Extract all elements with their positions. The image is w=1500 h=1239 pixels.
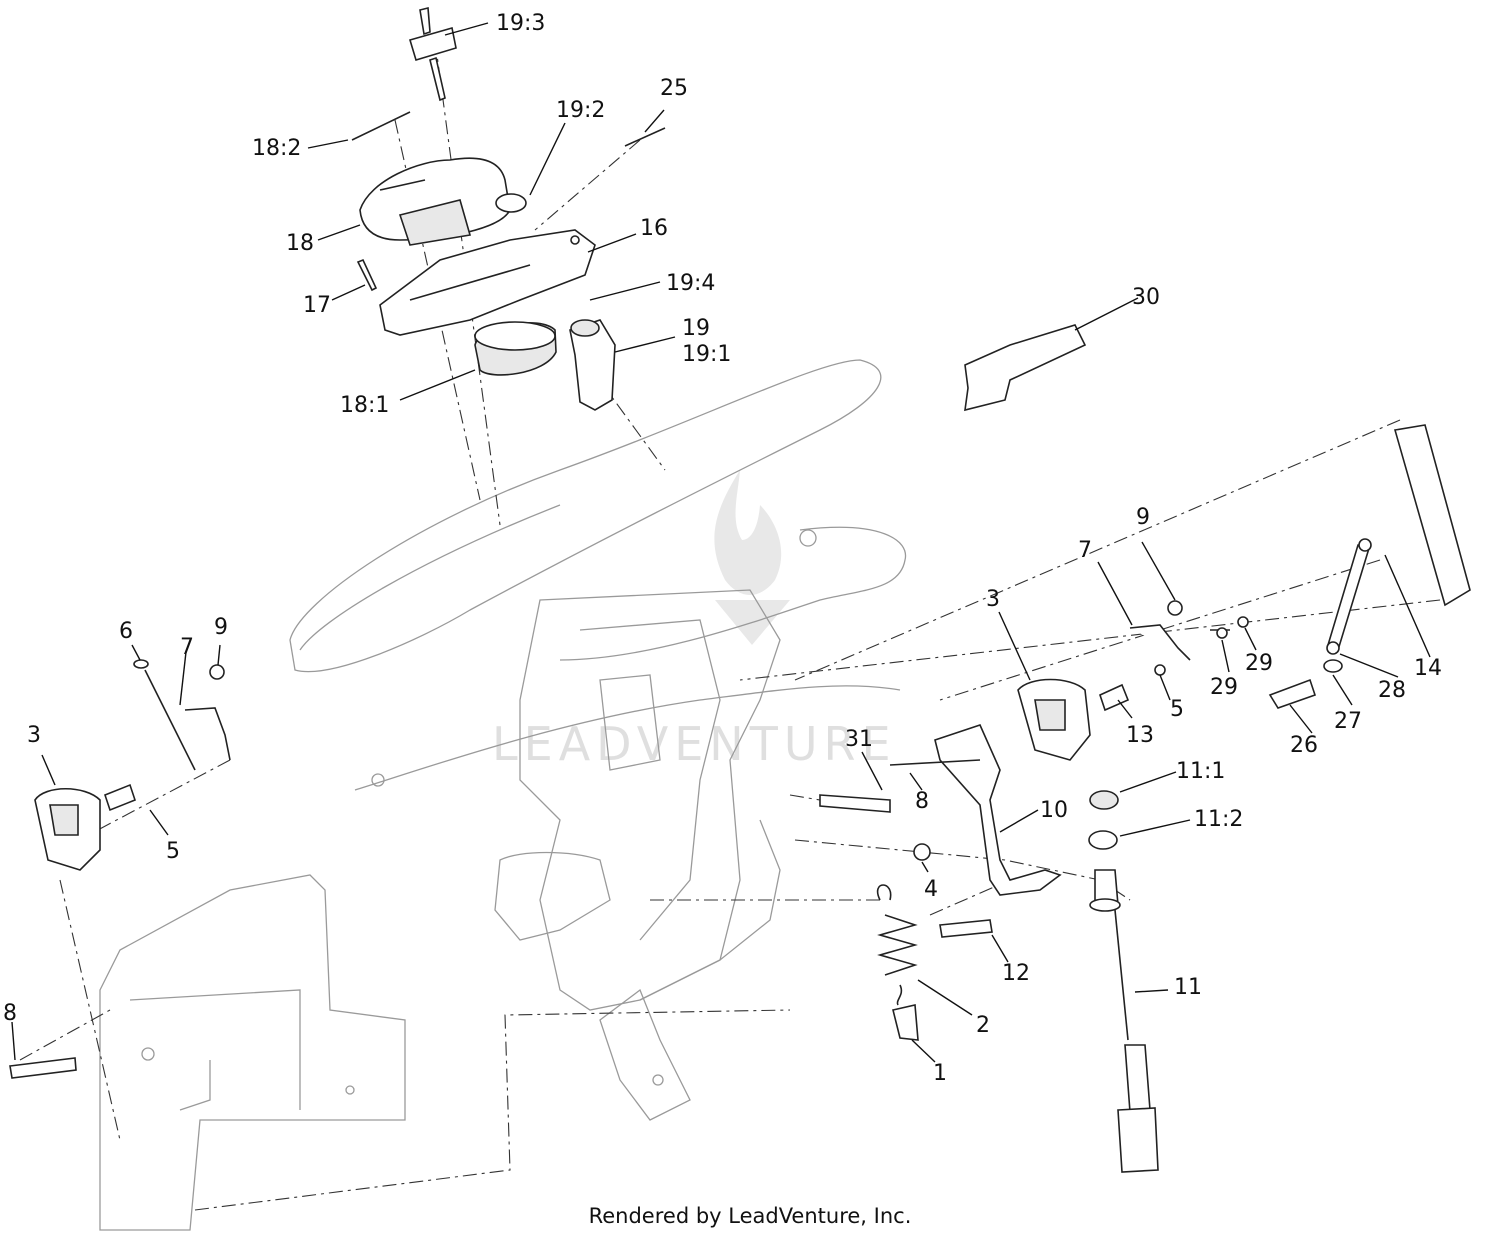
callout-labels: 19:3 25 18:2 19:2 18 16 17 19:4 30 19 19… — [3, 11, 1442, 1086]
callout-8-left: 8 — [3, 1001, 17, 1026]
switch-19 — [569, 319, 616, 411]
leader-lines — [11, 22, 1431, 1063]
callout-5-left: 5 — [166, 839, 180, 864]
console-panel-16 — [379, 229, 596, 336]
key-19-3 — [409, 6, 457, 102]
callout-9-left: 9 — [214, 615, 228, 640]
callout-29-a: 29 — [1210, 675, 1238, 700]
callout-14: 14 — [1414, 656, 1442, 681]
ghost-bracket-panel — [99, 874, 406, 1231]
nut-19-2 — [495, 193, 527, 213]
callout-18-2: 18:2 — [252, 136, 301, 161]
bolt-8-left — [9, 1057, 77, 1079]
render-credit: Rendered by LeadVenture, Inc. — [588, 1204, 912, 1228]
callout-2: 2 — [976, 1013, 990, 1038]
callout-11-1: 11:1 — [1176, 759, 1225, 784]
callout-19-4: 19:4 — [666, 271, 715, 296]
harness-11 — [1088, 790, 1159, 1173]
callout-19-2: 19:2 — [556, 98, 605, 123]
callout-16: 16 — [640, 216, 668, 241]
bolt-31 — [819, 794, 891, 813]
callout-3-left: 3 — [27, 723, 41, 748]
callout-19-3: 19:3 — [496, 11, 545, 36]
dash-cover-18 — [359, 157, 511, 246]
callout-19-1: 19:1 — [682, 342, 731, 367]
callout-27: 27 — [1334, 709, 1362, 734]
ring-18-1 — [474, 321, 557, 376]
callout-12: 12 — [1002, 961, 1030, 986]
sensor-right — [1017, 600, 1343, 761]
bracket-1 — [892, 1004, 919, 1041]
callout-1: 1 — [933, 1061, 947, 1086]
callout-3-right: 3 — [986, 587, 1000, 612]
callout-29-b: 29 — [1245, 651, 1273, 676]
assembly-lines — [19, 39, 1441, 1211]
callout-31: 31 — [845, 727, 873, 752]
decals — [351, 111, 666, 147]
callout-18-1: 18:1 — [340, 393, 389, 418]
callout-25: 25 — [660, 76, 688, 101]
callout-19: 19 — [682, 316, 710, 341]
callout-4: 4 — [924, 877, 938, 902]
pin-17 — [356, 258, 378, 292]
callout-7-right: 7 — [1078, 538, 1092, 563]
spacer-4 — [913, 843, 931, 861]
callout-13: 13 — [1126, 723, 1154, 748]
callout-10: 10 — [1040, 798, 1068, 823]
callout-11: 11 — [1174, 975, 1202, 1000]
callout-7-left: 7 — [180, 635, 194, 660]
sensor-left — [34, 659, 231, 871]
callout-26: 26 — [1290, 733, 1318, 758]
callout-8-mid: 8 — [915, 789, 929, 814]
callout-11-2: 11:2 — [1194, 807, 1243, 832]
pivot-arm-right — [1326, 424, 1471, 655]
boot-30 — [964, 324, 1087, 412]
spring-2 — [877, 884, 918, 1006]
callout-17: 17 — [303, 293, 331, 318]
bolt-12 — [939, 919, 993, 938]
callout-30: 30 — [1132, 285, 1160, 310]
bracket-10 — [889, 724, 1062, 896]
callout-5-right: 5 — [1170, 697, 1184, 722]
callout-6: 6 — [119, 619, 133, 644]
watermark-text: LEADVENTURE — [492, 717, 897, 771]
callout-28: 28 — [1378, 678, 1406, 703]
callout-9-right: 9 — [1136, 505, 1150, 530]
ghost-frame-assembly — [289, 359, 907, 1121]
callout-18: 18 — [286, 231, 314, 256]
